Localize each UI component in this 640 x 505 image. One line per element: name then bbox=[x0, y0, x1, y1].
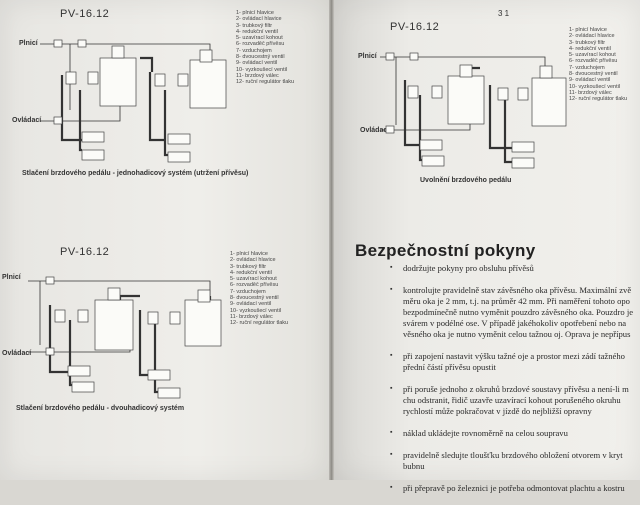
diagram-caption: Stlačení brzdového pedálu - jednohadicov… bbox=[22, 170, 249, 177]
control-line-label: Ovládací bbox=[2, 350, 32, 357]
safety-bullet: kontrolujte pravidelně stav závěsného ok… bbox=[355, 285, 640, 340]
legend-item: 3- trubkový filtr bbox=[236, 22, 273, 29]
bullet-line: bubnu bbox=[403, 461, 425, 471]
legend-item: 2- ovládací hlavice bbox=[569, 33, 615, 40]
legend-item: 10- vyzkoušecí ventil bbox=[569, 83, 621, 90]
legend-item: 12- ruční regulátor tlaku bbox=[230, 320, 289, 327]
control-line-label: Ovládací bbox=[360, 127, 390, 134]
safety-bullet: pravidelně sledujte tloušťku brzdového o… bbox=[355, 450, 640, 472]
legend-item: 12- ruční regulátor tlaku bbox=[236, 79, 295, 86]
bullet-line: pravidelně sledujte tloušťku brzdového o… bbox=[403, 450, 623, 460]
legend-item: 10- vyzkoušecí ventil bbox=[230, 307, 282, 314]
legend-item: 11- brzdový válec bbox=[569, 89, 612, 96]
legend-item: 8- dvoucestný ventil bbox=[236, 54, 285, 61]
legend-item: 3- trubkový filtr bbox=[230, 263, 267, 270]
legend-item: 12- ruční regulátor tlaku bbox=[569, 96, 628, 103]
diagram-title: PV-16.12 bbox=[60, 246, 110, 258]
bullet-line: při poruše jednoho z okruhů brzdové sous… bbox=[403, 384, 629, 394]
bullet-line: měru oka je 2 mm, t.j. na průměr 42 mm. … bbox=[403, 296, 630, 306]
legend-item: 6- rozvaděč přívěsu bbox=[569, 58, 618, 65]
legend-item: 4- redukční ventil bbox=[569, 45, 611, 52]
legend-item: 1- plnicí hlavice bbox=[569, 27, 607, 33]
legend-item: 9- ovládací ventil bbox=[236, 60, 278, 67]
legend-item: 10- vyzkoušecí ventil bbox=[236, 66, 288, 73]
bullet-line: přední částí přívěsu opustit bbox=[403, 362, 496, 372]
legend-item: 9- ovládací ventil bbox=[569, 77, 611, 84]
safety-bullet: náklad ukládejte rovnoměrně na celou sou… bbox=[355, 428, 640, 439]
legend-item: 4- redukční ventil bbox=[230, 269, 272, 276]
legend-item: 9- ovládací ventil bbox=[230, 301, 272, 308]
bullet-line: chu odstranit, řidič uzavře uzavírací ko… bbox=[403, 395, 621, 405]
legend-item: 7- vzduchojem bbox=[569, 64, 605, 71]
legend-item: 5- uzavírací kohout bbox=[569, 52, 616, 59]
safety-bullet: při poruše jednoho z okruhů brzdové sous… bbox=[355, 384, 640, 417]
bullet-line: rychlostí může pokračovat v jízdě do nej… bbox=[403, 406, 592, 416]
diagram-title: PV-16.12 bbox=[60, 8, 110, 20]
fill-line-label: Plnicí bbox=[2, 274, 21, 281]
legend-item: 8- dvoucestný ventil bbox=[569, 71, 618, 78]
section-title: Bezpečnostní pokyny bbox=[355, 241, 536, 260]
legend-item: 5- uzavírací kohout bbox=[236, 35, 283, 42]
safety-bullet: dodržujte pokyny pro obsluhu přívěsů bbox=[355, 263, 640, 274]
legend-item: 7- vzduchojem bbox=[236, 47, 272, 54]
legend-item: 3- trubkový filtr bbox=[569, 39, 606, 46]
fill-line-label: Plnicí bbox=[358, 53, 377, 60]
fill-line-label: Plnicí bbox=[19, 40, 38, 47]
legend-item: 8- dvoucestný ventil bbox=[230, 295, 279, 302]
bullet-line: bezpodmínečně nutno vyměnit pouzdro závě… bbox=[403, 307, 634, 317]
book-spine bbox=[329, 0, 334, 480]
control-line-label: Ovládací bbox=[12, 117, 42, 124]
legend-item: 6- rozvaděč přívěsu bbox=[230, 282, 279, 289]
bullet-line: věsného oka je nutno vyměnit celou tažno… bbox=[403, 329, 631, 339]
legend-item: 1- plnicí hlavice bbox=[230, 251, 268, 257]
safety-bullet: při zapojení nastavit výšku tažné oje a … bbox=[355, 351, 640, 373]
bullet-line: při přepravě po železnici je potřeba odm… bbox=[403, 483, 625, 493]
bullet-line: kontrolujte pravidelně stav závěsného ok… bbox=[403, 285, 632, 295]
diagram-caption: Uvolnění brzdového pedálu bbox=[420, 177, 512, 184]
bullet-line: dodržujte pokyny pro obsluhu přívěsů bbox=[403, 263, 534, 273]
bullet-line: při zapojení nastavit výšku tažné oje a … bbox=[403, 351, 625, 361]
brake-schematic-bottom bbox=[28, 276, 222, 399]
legend-item: 7- vzduchojem bbox=[230, 288, 266, 295]
legend-item: 11- brzdový válec bbox=[236, 72, 279, 79]
brake-schematic-right bbox=[380, 52, 567, 169]
legend-item: 1- plnicí hlavice bbox=[236, 10, 274, 16]
legend-item: 5- uzavírací kohout bbox=[230, 276, 277, 283]
diagram-title: PV-16.12 bbox=[390, 21, 440, 33]
legend-item: 2- ovládací hlavice bbox=[230, 257, 276, 264]
legend-item: 6- rozvaděč přívěsu bbox=[236, 41, 285, 48]
safety-bullet-list: dodržujte pokyny pro obsluhu přívěsů kont… bbox=[355, 263, 640, 505]
legend-item: 2- ovládací hlavice bbox=[236, 16, 282, 23]
brake-schematic-top bbox=[40, 39, 227, 163]
page-number: 3 1 bbox=[498, 9, 510, 18]
bullet-line: svárem v podélné ose. V případě jakéhoko… bbox=[403, 318, 627, 328]
legend-item: 4- redukční ventil bbox=[236, 28, 278, 35]
bullet-line: náklad ukládejte rovnoměrně na celou sou… bbox=[403, 428, 568, 438]
safety-bullet: při přepravě po železnici je potřeba odm… bbox=[355, 483, 640, 494]
legend-item: 11- brzdový válec bbox=[230, 313, 273, 320]
diagram-caption: Stlačení brzdového pedálu - dvouhadicový… bbox=[16, 405, 185, 412]
